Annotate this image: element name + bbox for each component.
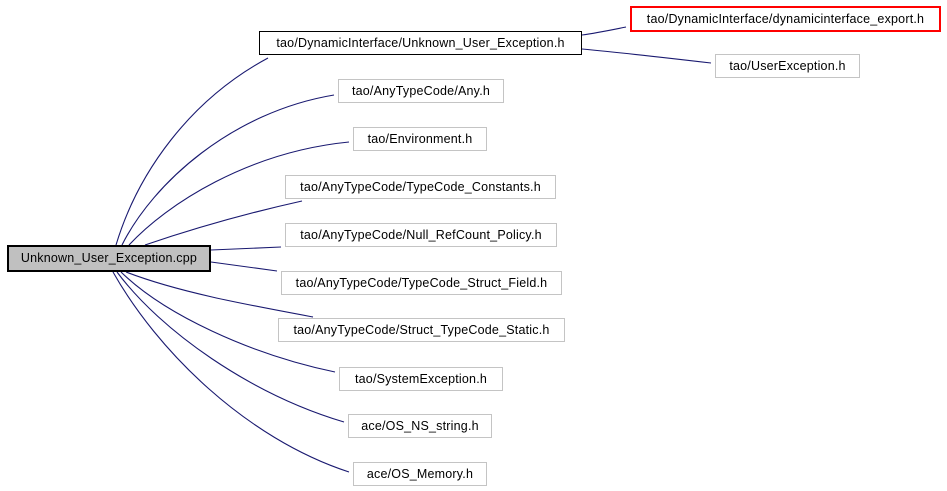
edge-cpp-to-tcsf_h — [210, 261, 278, 272]
graph-node-label: ace/OS_NS_string.h — [361, 418, 479, 433]
graph-node-label: ace/OS_Memory.h — [366, 466, 474, 481]
graph-node-env_h: tao/Environment.h — [353, 127, 487, 151]
graph-node-structtc_h: tao/AnyTypeCode/Struct_TypeCode_Static.h — [278, 318, 565, 342]
graph-node-osmem_h: ace/OS_Memory.h — [353, 462, 487, 486]
graph-node-tcsf_h: tao/AnyTypeCode/TypeCode_Struct_Field.h — [281, 271, 562, 295]
edge-cpp-to-osns_h — [116, 271, 345, 423]
graph-node-label: tao/AnyTypeCode/Struct_TypeCode_Static.h — [293, 322, 550, 337]
graph-node-cpp: Unknown_User_Exception.cpp — [7, 245, 211, 272]
graph-node-sysex_h: tao/SystemException.h — [339, 367, 503, 391]
edge-uue_h-to-userex_h — [581, 48, 712, 64]
graph-node-any_h: tao/AnyTypeCode/Any.h — [338, 79, 504, 103]
graph-node-tcconst_h: tao/AnyTypeCode/TypeCode_Constants.h — [285, 175, 556, 199]
edge-cpp-to-nullref_h — [210, 246, 282, 251]
graph-node-uue_h[interactable]: tao/DynamicInterface/Unknown_User_Except… — [259, 31, 582, 55]
edge-cpp-to-tcconst_h — [144, 200, 303, 246]
graph-node-label: tao/AnyTypeCode/Null_RefCount_Policy.h — [300, 227, 542, 242]
edge-cpp-to-structtc_h — [125, 271, 314, 318]
graph-node-nullref_h: tao/AnyTypeCode/Null_RefCount_Policy.h — [285, 223, 557, 247]
graph-node-userex_h: tao/UserException.h — [715, 54, 860, 78]
graph-node-label: tao/Environment.h — [367, 131, 473, 146]
graph-node-label: tao/SystemException.h — [354, 371, 488, 386]
graph-node-export_h[interactable]: tao/DynamicInterface/dynamicinterface_ex… — [630, 6, 941, 32]
graph-node-label: tao/AnyTypeCode/TypeCode_Struct_Field.h — [295, 275, 548, 290]
edge-cpp-to-any_h — [121, 94, 335, 246]
edge-uue_h-to-export_h — [581, 26, 627, 36]
graph-node-label: tao/DynamicInterface/Unknown_User_Except… — [276, 35, 565, 50]
edge-cpp-to-env_h — [128, 141, 350, 246]
edge-cpp-to-osmem_h — [112, 271, 350, 473]
graph-node-label: tao/DynamicInterface/dynamicinterface_ex… — [646, 11, 925, 26]
graph-node-label: tao/AnyTypeCode/TypeCode_Constants.h — [300, 179, 541, 194]
edge-cpp-to-sysex_h — [120, 271, 336, 373]
graph-node-label: tao/UserException.h — [729, 58, 846, 73]
graph-node-label: tao/AnyTypeCode/Any.h — [351, 83, 491, 98]
graph-node-osns_h: ace/OS_NS_string.h — [348, 414, 492, 438]
edge-cpp-to-uue_h — [115, 57, 269, 246]
graph-node-label: Unknown_User_Exception.cpp — [20, 251, 198, 266]
